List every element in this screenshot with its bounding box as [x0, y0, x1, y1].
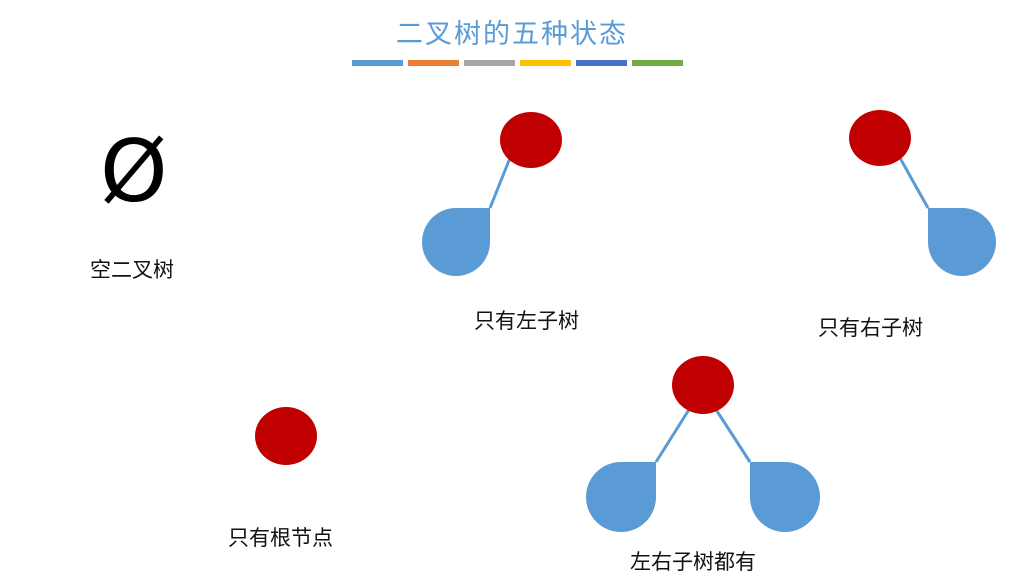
right-child-node: [928, 208, 996, 276]
label-right-subtree-only: 只有右子树: [818, 316, 923, 340]
title-bar: [632, 60, 683, 66]
left-subtree-edge: [488, 157, 512, 209]
right-subtree-edge: [898, 157, 930, 209]
empty-set-symbol: Ø: [100, 122, 168, 222]
both-subtrees-left-edge: [654, 407, 692, 463]
title-underline-bars: [352, 60, 688, 66]
title-bar: [576, 60, 627, 66]
single-root-node: [255, 407, 317, 465]
label-empty-tree: 空二叉树: [90, 258, 174, 282]
page-title: 二叉树的五种状态: [396, 19, 628, 50]
both-right-child-node: [750, 462, 820, 532]
label-root-only: 只有根节点: [228, 526, 333, 550]
both-subtrees-right-edge: [713, 407, 752, 463]
title-bar: [408, 60, 459, 66]
right-tree-root-node: [849, 110, 911, 166]
label-both-subtrees: 左右子树都有: [630, 550, 756, 574]
both-left-child-node: [586, 462, 656, 532]
label-left-subtree-only: 只有左子树: [474, 309, 579, 333]
title-bar: [464, 60, 515, 66]
both-tree-root-node: [672, 356, 734, 414]
left-child-node: [422, 208, 490, 276]
title-bar: [520, 60, 571, 66]
title-bar: [352, 60, 403, 66]
left-tree-root-node: [500, 112, 562, 168]
